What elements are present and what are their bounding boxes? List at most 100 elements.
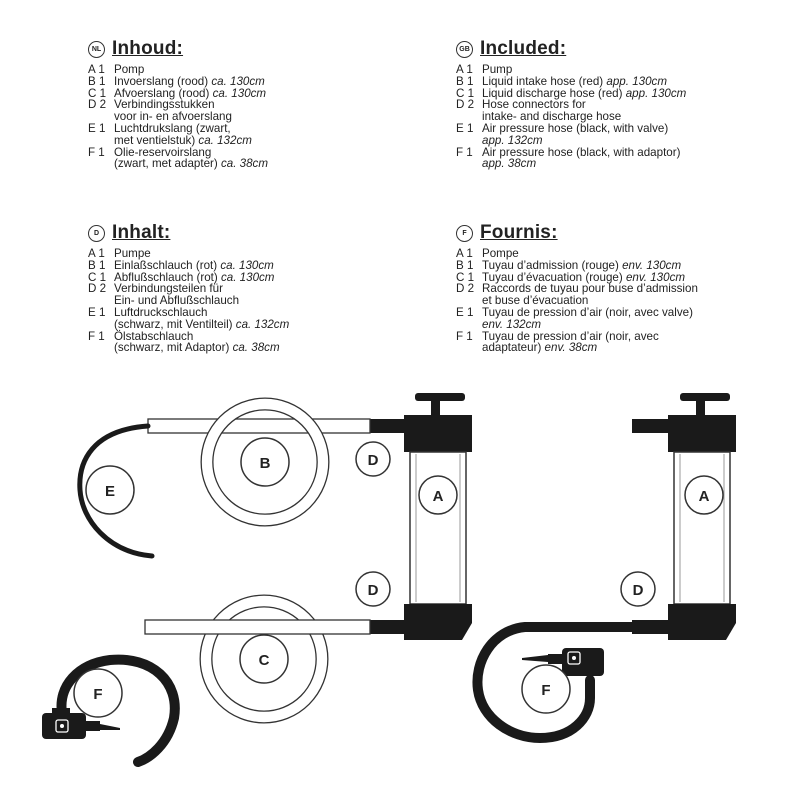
label-circle-d-right: [620, 571, 656, 607]
item-text: Liquid intake hose (red): [482, 74, 604, 88]
item-description: Raccords de tuyau pour buse d’admission: [482, 283, 698, 295]
item-text: Ein- und Abflußschlauch: [114, 294, 240, 308]
item-code: C 1: [88, 86, 107, 100]
item-description: Liquid intake hose (red) app. 130cm: [482, 74, 667, 88]
item-description: Verbindungsteilen für: [114, 283, 223, 295]
item-code: C 1: [456, 86, 475, 100]
section-title: Included:: [480, 38, 567, 59]
item-text: Invoerslang (rood): [114, 74, 209, 88]
label-circle-f-right: [521, 664, 571, 714]
item-description: intake- and discharge hose: [482, 111, 621, 123]
item-text: adaptateur): [482, 341, 542, 355]
item-text: Tuyau d’évacuation (rouge): [482, 270, 623, 284]
item-description: Hose connectors for: [482, 99, 586, 111]
item-description: Ein- und Abflußschlauch: [114, 295, 239, 307]
item-code: D 2: [88, 282, 107, 296]
item-description: Liquid discharge hose (red) app. 130cm: [482, 87, 686, 100]
item-code: A 1: [456, 63, 473, 76]
pump-left: [367, 393, 472, 640]
item-description: (schwarz, mit Adaptor) ca. 38cm: [114, 342, 280, 354]
pump-right-bottom-nozzle: [632, 620, 672, 634]
item-code: A 1: [88, 247, 105, 260]
item-text: voor in- en afvoerslang: [114, 110, 232, 124]
pump-right: [632, 393, 736, 640]
item-description: env. 132cm: [482, 318, 541, 331]
language-badge: D: [88, 224, 105, 242]
item-text: (schwarz, mit Adaptor): [114, 341, 230, 355]
pump-right-top-cap: [668, 415, 736, 452]
list-item: (zwart, met adapter) ca. 38cm: [88, 158, 268, 170]
item-text: Pompe: [482, 247, 519, 260]
pump-right-cylinder: [673, 451, 731, 605]
adaptor-right: [562, 648, 604, 676]
pump-left-bottom-cap: [404, 604, 472, 640]
item-code: A 1: [456, 247, 473, 260]
item-description: Pumpe: [114, 248, 151, 260]
list-item: voor in- en afvoerslang: [88, 111, 268, 123]
item-description: Afvoerslang (rood) ca. 130cm: [114, 87, 266, 100]
item-description: (schwarz, mit Ventilteil) ca. 132cm: [114, 317, 290, 331]
pump-left-top-cap: [404, 415, 472, 452]
item-size: ca. 132cm: [235, 317, 290, 331]
list-item: A 1 Pompe: [456, 248, 698, 260]
item-text: Abflußschlauch (rot): [114, 270, 218, 284]
item-size: ca. 130cm: [220, 270, 275, 284]
item-description: Verbindingsstukken: [114, 99, 215, 111]
item-description: Tuyau d’évacuation (rouge) env. 130cm: [482, 270, 686, 284]
item-size: env. 130cm: [625, 270, 686, 284]
label-circle-a-right: [684, 475, 724, 515]
label-a-left: A: [433, 488, 444, 505]
label-circle-d-top: [355, 441, 391, 477]
item-text: intake- and discharge hose: [482, 110, 622, 124]
item-code: D 2: [88, 98, 107, 112]
item-description: app. 132cm: [482, 134, 543, 147]
item-text: et buse d’évacuation: [482, 294, 589, 308]
item-text: Pumpe: [114, 247, 151, 260]
item-code: D 2: [456, 282, 475, 296]
label-circle-c: [239, 634, 289, 684]
item-description: Pompe: [482, 248, 519, 260]
item-code: E 1: [88, 305, 106, 319]
item-description: Ölstabschlauch: [114, 330, 193, 343]
item-text: Tuyau de pression d’air (noir, avec valv…: [482, 305, 693, 319]
list-item: Ein- und Abflußschlauch: [88, 295, 289, 307]
pump-left-cylinder: [409, 451, 467, 605]
item-code: F 1: [456, 145, 473, 159]
language-badge: GB: [456, 40, 473, 58]
item-text: Verbindungsteilen für: [114, 282, 223, 296]
list-item: env. 132cm: [456, 318, 698, 331]
item-code: A 1: [88, 63, 105, 76]
pump-left-handle: [415, 393, 465, 401]
item-description: Abflußschlauch (rot) ca. 130cm: [114, 270, 275, 284]
pump-right-top-nozzle: [632, 419, 672, 433]
hose-f-left: [42, 654, 180, 767]
item-description: voor in- en afvoerslang: [114, 111, 232, 123]
pump-left-bottom-nozzle: [367, 620, 407, 634]
hose-e: [77, 423, 155, 559]
item-code: E 1: [456, 121, 474, 135]
item-size: env. 130cm: [622, 258, 682, 272]
label-e: E: [105, 483, 115, 500]
item-text: (schwarz, mit Ventilteil): [114, 317, 233, 331]
list-item: et buse d’évacuation: [456, 295, 698, 307]
item-text: Luchtdrukslang (zwart,: [114, 121, 231, 135]
item-description: adaptateur) env. 38cm: [482, 342, 597, 354]
item-description: Olie-reservoirslang: [114, 146, 211, 159]
item-description: Tuyau de pression d’air (noir, avec: [482, 330, 659, 343]
label-d-right: D: [633, 582, 644, 599]
